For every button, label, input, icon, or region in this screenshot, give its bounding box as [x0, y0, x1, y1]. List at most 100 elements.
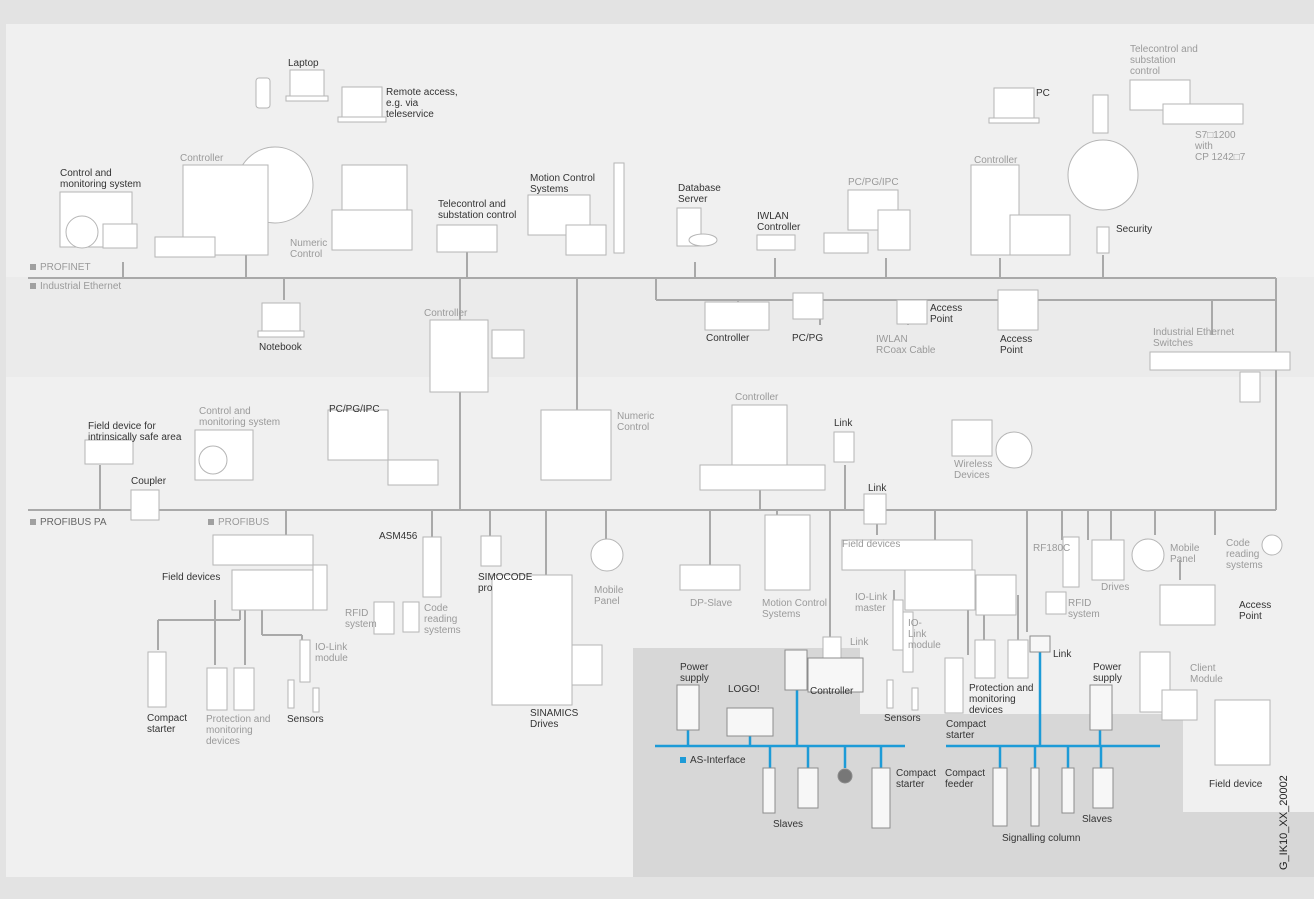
- coupler-label: Coupler: [131, 476, 166, 487]
- dp-slave-label: DP-Slave: [690, 598, 732, 609]
- remote-pc-icon: [342, 87, 382, 117]
- sinamics-label: SINAMICS Drives: [530, 708, 578, 730]
- control-monitoring-top-label: Control and monitoring system: [60, 168, 141, 190]
- controller-right-top-label: Controller: [974, 155, 1017, 166]
- numeric-control-icon-top: [342, 165, 407, 215]
- rf180c-label: RF180C: [1033, 543, 1070, 554]
- slave-icon-4: [1093, 768, 1113, 808]
- controller-icon-asi: [785, 650, 807, 690]
- protection-device-icon-left: [207, 668, 227, 710]
- slave-icon-3: [1062, 768, 1074, 813]
- link-asi-label: Link: [1053, 649, 1071, 660]
- io-link-master-icon: [893, 600, 903, 650]
- protection-right-label: Protection and monitoring devices: [969, 683, 1034, 716]
- s7-1200-icon: [1163, 104, 1243, 124]
- power-supply-icon-1: [677, 685, 699, 730]
- numeric-control-mid-label: Numeric Control: [617, 411, 654, 433]
- controller-icon-ie: [705, 302, 769, 330]
- touch-panel-icon: [66, 216, 98, 248]
- controller-icon-mid: [430, 320, 488, 392]
- profibus-label: PROFIBUS: [208, 517, 269, 528]
- pc-right-label: PC: [1036, 88, 1050, 99]
- motion-control-icon-bottom: [765, 515, 810, 590]
- access-point-icon-2: [998, 290, 1038, 330]
- compact-starter-icon-asi: [872, 768, 890, 828]
- link-icon-small: [823, 637, 841, 659]
- rfid-icon-right: [1046, 592, 1066, 614]
- s7-1200-label: S7□1200 with CP 1242□7: [1195, 130, 1245, 163]
- simocode-label: SIMOCODE pro: [478, 572, 532, 594]
- security-module-icon: [1097, 227, 1109, 253]
- logo-label: LOGO!: [728, 684, 760, 695]
- numeric-control-icon-mid: [541, 410, 611, 480]
- access-point-3-label: Access Point: [1239, 600, 1271, 622]
- indicator-light-icon: [838, 769, 852, 783]
- signalling-column-icon: [1031, 768, 1039, 826]
- profibus-pa-label: PROFIBUS PA: [30, 517, 107, 528]
- coupler-icon: [131, 490, 159, 520]
- control-monitoring-mid-label: Control and monitoring system: [199, 406, 280, 428]
- field-device-safe-icon: [85, 440, 133, 464]
- iwlan-rcoax-label: IWLAN RCoax Cable: [876, 334, 935, 356]
- numeric-control-top-label: Numeric Control: [290, 238, 327, 260]
- laptop-icon: [290, 70, 324, 96]
- controller-mid-label: Controller: [424, 308, 467, 319]
- io-link-module-right-label: IO- Link module: [908, 618, 941, 651]
- sensors-left-label: Sensors: [287, 714, 324, 725]
- slave-icon-2: [798, 768, 818, 808]
- smartphone-icon: [256, 78, 270, 108]
- drives-icon-right: [1092, 540, 1124, 580]
- pc-pg-label: PC/PG: [792, 333, 823, 344]
- controller-top-label: Controller: [180, 153, 223, 164]
- mobile-panel-icon-right: [1132, 539, 1164, 571]
- link-icon-asi: [1030, 636, 1050, 652]
- compact-starter-right-label: Compact starter: [946, 719, 986, 741]
- band-ethernet-lower: [6, 277, 1314, 377]
- rfid-left-label: RFID system: [345, 608, 377, 630]
- asm456-icon: [423, 537, 441, 597]
- logo-module-icon: [727, 708, 773, 736]
- compact-starter-icon-right: [945, 658, 963, 713]
- access-point-icon-3: [1160, 585, 1215, 625]
- code-reading-icon-left: [403, 602, 419, 632]
- motion-control-bottom-label: Motion Control Systems: [762, 598, 827, 620]
- security-label: Security: [1116, 224, 1152, 235]
- iwlan-controller-icon: [757, 235, 795, 250]
- mobile-panel-right-label: Mobile Panel: [1170, 543, 1199, 565]
- controller-ie-label: Controller: [706, 333, 749, 344]
- io-link-module-icon-left: [300, 640, 310, 682]
- signalling-column-label: Signalling column: [1002, 833, 1080, 844]
- slaves-2-label: Slaves: [1082, 814, 1112, 825]
- simocode-icon: [481, 536, 501, 566]
- laptop-label: Laptop: [288, 58, 319, 69]
- io-link-module-left-label: IO-Link module: [315, 642, 348, 664]
- rfid-right-label: RFID system: [1068, 598, 1100, 620]
- pc-pg-ipc-mid-label: PC/PG/IPC: [329, 404, 380, 415]
- link-icon-1: [834, 432, 854, 462]
- power-supply-icon-2: [1090, 685, 1112, 730]
- profinet-label: PROFINET: [30, 262, 91, 273]
- figure-id-label: G_IK10_XX_20002: [1278, 775, 1290, 870]
- globe-icon-right: [1068, 140, 1138, 210]
- pc-icon-right: [994, 88, 1034, 118]
- code-reading-right-label: Code reading systems: [1226, 538, 1263, 571]
- power-supply-2-label: Power supply: [1093, 662, 1122, 684]
- database-server-label: Database Server: [678, 183, 721, 205]
- field-devices-left-label: Field devices: [162, 572, 220, 583]
- io-link-master-label: IO-Link master: [855, 592, 887, 614]
- motion-control-top-label: Motion Control Systems: [530, 173, 595, 195]
- access-point-2-label: Access Point: [1000, 334, 1032, 356]
- field-devices-right-label: Field devices: [842, 539, 900, 550]
- access-point-icon-1: [897, 300, 927, 324]
- mobile-panel-mid-label: Mobile Panel: [594, 585, 623, 607]
- ie-switches-label: Industrial Ethernet Switches: [1153, 327, 1234, 349]
- compact-feeder-icon: [993, 768, 1007, 826]
- controller-icon-profibus: [700, 465, 825, 490]
- ie-switches-icon: [1150, 352, 1290, 370]
- field-devices-icon-left: [213, 535, 313, 565]
- link-small-label: Link: [850, 637, 868, 648]
- link-icon-2: [864, 494, 886, 524]
- pc-pg-ipc-top-label: PC/PG/IPC: [848, 177, 899, 188]
- as-interface-label: AS-Interface: [680, 755, 746, 766]
- compact-feeder-label: Compact feeder: [945, 768, 985, 790]
